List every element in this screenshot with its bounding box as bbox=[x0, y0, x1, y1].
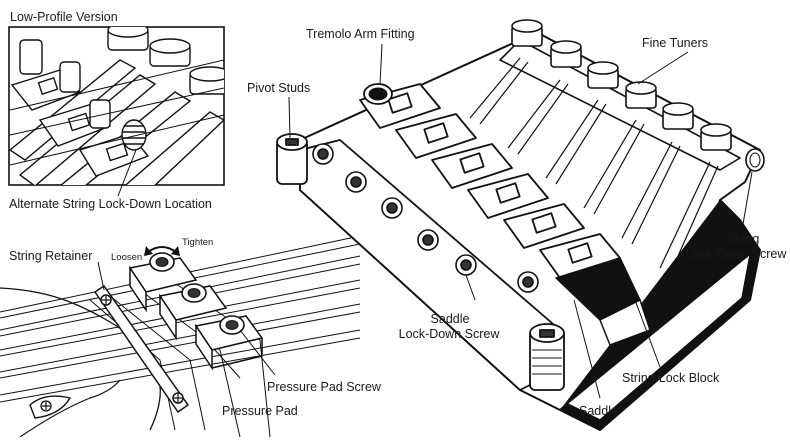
saddle-lockdown-screw-label-line2: Lock-Down Screw bbox=[398, 327, 500, 341]
string-lockdown-screw-right bbox=[745, 148, 765, 172]
pressure-pads bbox=[128, 257, 264, 371]
pressure-pad-screws bbox=[149, 252, 245, 335]
inset-knobs bbox=[19, 27, 224, 151]
pressure-pad-screw-label: Pressure Pad Screw bbox=[267, 380, 381, 394]
inset-title: Low-Profile Version bbox=[10, 10, 118, 24]
saddle-lockdown-screws bbox=[312, 143, 539, 293]
low-profile-inset bbox=[8, 26, 225, 197]
saddle-label: Saddle bbox=[579, 404, 618, 418]
tuner-threads bbox=[469, 57, 719, 275]
loosen-tighten-arrow bbox=[147, 246, 177, 253]
inset-caption: Alternate String Lock-Down Location bbox=[9, 197, 212, 211]
tremolo-arm-fitting bbox=[363, 83, 393, 105]
tremolo-arm-fitting-label: Tremolo Arm Fitting bbox=[306, 27, 415, 41]
string-lock-block-label: String-Lock Block bbox=[622, 371, 720, 385]
loosen-label: Loosen bbox=[111, 252, 143, 263]
saddles bbox=[359, 83, 621, 279]
string-lockdown-screw-label-line2: Lock-Down Screw bbox=[685, 247, 787, 261]
pivot-studs bbox=[276, 133, 565, 391]
locking-nut-detail bbox=[0, 235, 361, 438]
string-retainer-label: String Retainer bbox=[9, 249, 93, 263]
pivot-studs-label: Pivot Studs bbox=[247, 81, 311, 95]
string-lockdown-screw-label-line1: String bbox=[726, 232, 760, 246]
fine-tuner-knobs bbox=[511, 19, 732, 151]
pressure-pad-label: Pressure Pad bbox=[222, 404, 298, 418]
nut-strings bbox=[0, 235, 361, 438]
fine-tuners-label: Fine Tuners bbox=[642, 36, 709, 50]
tremolo-bridge bbox=[276, 19, 765, 431]
string-lock-blocks bbox=[555, 257, 651, 346]
saddle-lockdown-screw-label-line1: Saddle bbox=[430, 312, 470, 326]
tighten-label: Tighten bbox=[182, 237, 214, 248]
string-retainer-bar bbox=[93, 284, 190, 414]
